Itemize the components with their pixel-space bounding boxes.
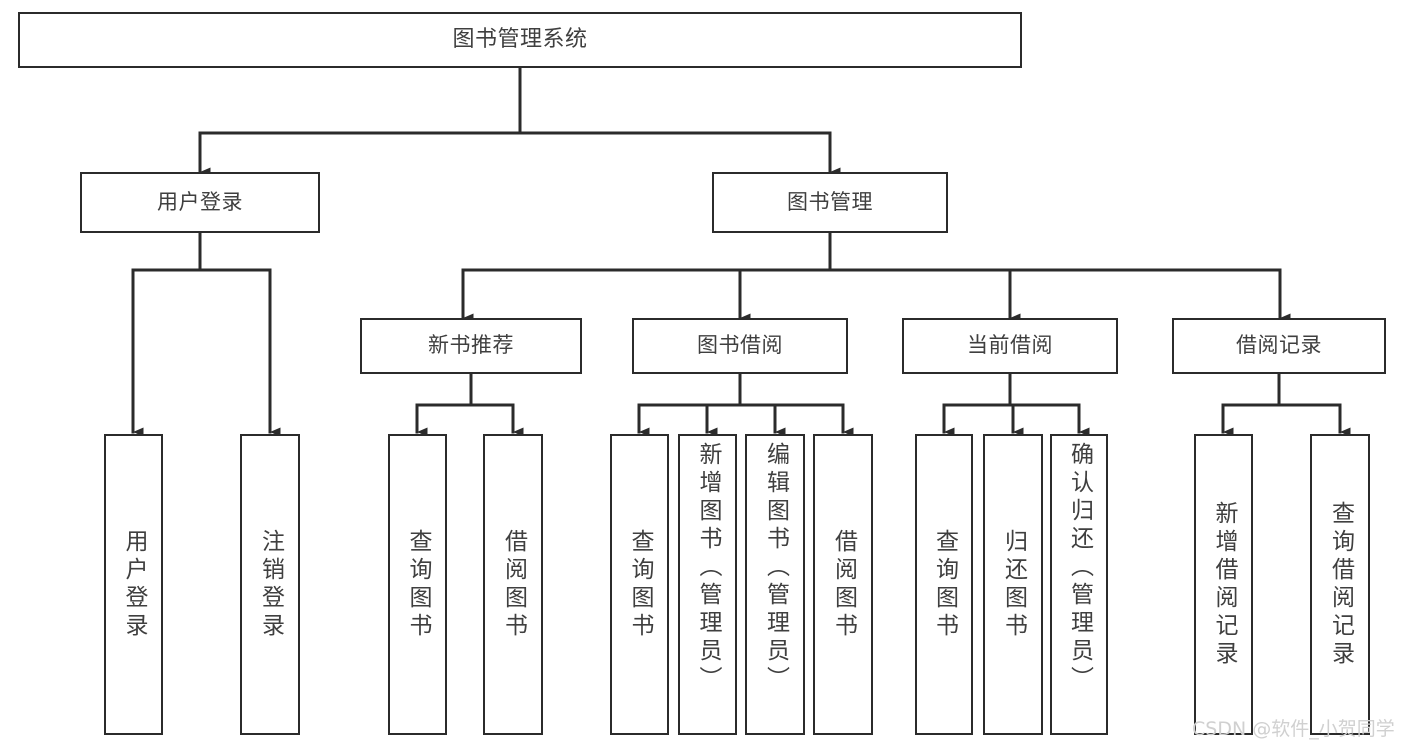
node-new-book-recommend[interactable]: 新书推荐: [360, 318, 582, 374]
node-leaf-user-login-label: 用户登录: [121, 528, 147, 641]
csdn-watermark: CSDN @软件_小贺同学: [1192, 718, 1395, 740]
node-borrow-record[interactable]: 借阅记录: [1172, 318, 1386, 374]
node-leaf-add-borrow-record-label: 新增借阅记录: [1211, 500, 1237, 669]
node-book-manage[interactable]: 图书管理: [712, 172, 948, 233]
node-leaf-query-book-1[interactable]: 查询图书: [388, 434, 447, 735]
node-leaf-query-book-2[interactable]: 查询图书: [610, 434, 669, 735]
node-book-borrow-label: 图书借阅: [697, 333, 783, 358]
node-borrow-record-label: 借阅记录: [1236, 333, 1322, 358]
node-leaf-add-borrow-record[interactable]: 新增借阅记录: [1194, 434, 1253, 735]
node-current-borrow[interactable]: 当前借阅: [902, 318, 1118, 374]
node-root-label: 图书管理系统: [452, 26, 588, 52]
node-leaf-query-book-2-label: 查询图书: [627, 528, 653, 641]
node-current-borrow-label: 当前借阅: [967, 333, 1053, 358]
node-leaf-borrow-book-1-label: 借阅图书: [500, 528, 527, 641]
node-leaf-add-book-admin-label: 新增图书（管理员）: [695, 442, 721, 694]
node-root[interactable]: 图书管理系统: [18, 12, 1022, 68]
node-leaf-borrow-book-2-label: 借阅图书: [830, 528, 857, 641]
node-leaf-add-book-admin[interactable]: 新增图书（管理员）: [678, 434, 737, 735]
node-leaf-confirm-return-admin-label: 确认归还（管理员）: [1066, 442, 1093, 694]
node-leaf-logout[interactable]: 注销登录: [240, 434, 300, 735]
node-user-login-label: 用户登录: [157, 189, 243, 214]
node-leaf-query-book-3[interactable]: 查询图书: [915, 434, 973, 735]
node-leaf-query-borrow-record[interactable]: 查询借阅记录: [1310, 434, 1370, 735]
node-leaf-query-borrow-record-label: 查询借阅记录: [1327, 500, 1354, 669]
node-book-manage-label: 图书管理: [787, 189, 873, 214]
node-leaf-confirm-return-admin[interactable]: 确认归还（管理员）: [1050, 434, 1108, 735]
node-leaf-query-book-1-label: 查询图书: [405, 528, 431, 641]
node-user-login[interactable]: 用户登录: [80, 172, 320, 233]
node-leaf-borrow-book-2[interactable]: 借阅图书: [813, 434, 873, 735]
node-leaf-logout-label: 注销登录: [257, 528, 284, 641]
node-leaf-return-book-label: 归还图书: [1000, 528, 1027, 641]
node-leaf-edit-book-admin-label: 编辑图书（管理员）: [762, 442, 789, 694]
node-leaf-query-book-3-label: 查询图书: [931, 528, 958, 641]
node-book-borrow[interactable]: 图书借阅: [632, 318, 848, 374]
node-leaf-borrow-book-1[interactable]: 借阅图书: [483, 434, 543, 735]
node-new-book-recommend-label: 新书推荐: [428, 333, 514, 358]
node-leaf-user-login[interactable]: 用户登录: [104, 434, 163, 735]
node-leaf-return-book[interactable]: 归还图书: [983, 434, 1043, 735]
node-leaf-edit-book-admin[interactable]: 编辑图书（管理员）: [745, 434, 805, 735]
